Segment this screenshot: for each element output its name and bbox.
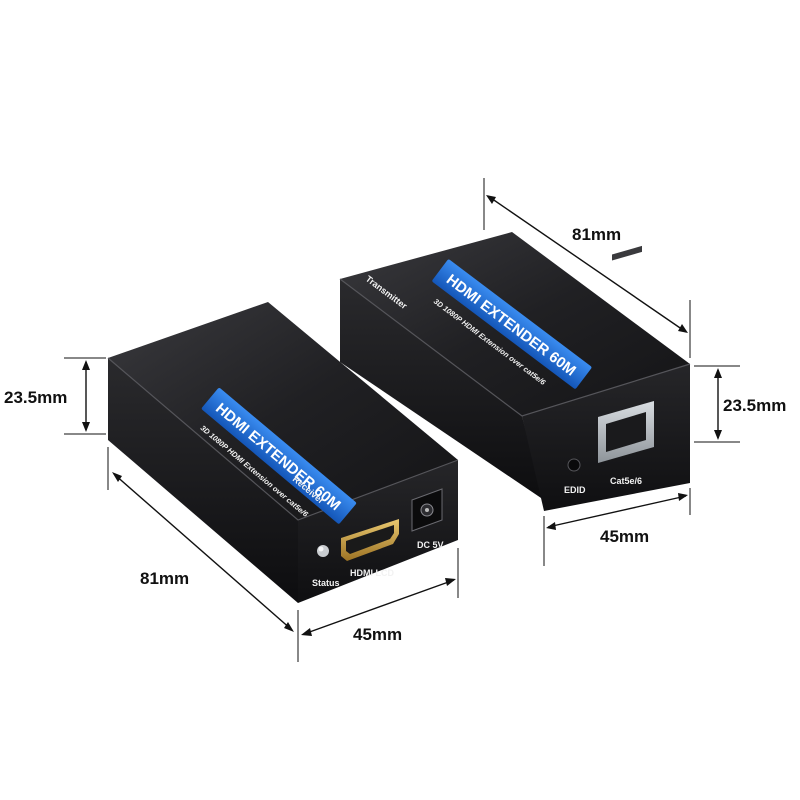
receiver-length-label: 81mm <box>140 569 189 588</box>
receiver-height-dimension: 23.5mm <box>4 357 106 435</box>
receiver-width-dimension: 45mm <box>301 548 459 644</box>
transmitter-length-dimension: 81mm <box>483 178 691 358</box>
rj45-port <box>598 245 654 463</box>
dc-power-jack <box>411 488 443 532</box>
transmitter-unit: HDMI EXTENDER 60M 3D 1080P HDMI Extensio… <box>339 232 691 511</box>
transmitter-width-dimension: 45mm <box>543 488 691 566</box>
receiver-height-label: 23.5mm <box>4 388 67 407</box>
edid-label: EDID <box>564 485 586 495</box>
edid-button <box>567 458 581 472</box>
transmitter-side-face <box>340 279 544 500</box>
transmitter-width-label: 45mm <box>600 527 649 546</box>
transmitter-brand-label <box>432 259 592 389</box>
transmitter-length-label: 81mm <box>572 225 621 244</box>
receiver-brand-label <box>201 388 357 524</box>
hdmi-lcd-label: HDMI LCD <box>350 568 394 578</box>
receiver-top-face <box>108 302 458 520</box>
receiver-unit: HDMI EXTENDER 60M 3D 1080P HDMI Extensio… <box>107 302 459 603</box>
receiver-side-face <box>108 358 298 603</box>
transmitter-height-dimension: 23.5mm <box>694 365 786 443</box>
status-label: Status <box>312 578 340 588</box>
cat5e6-label: Cat5e/6 <box>610 476 642 486</box>
receiver-width-label: 45mm <box>353 625 402 644</box>
receiver-length-dimension: 81mm <box>107 447 299 662</box>
dc-5v-label: DC 5V <box>417 540 444 550</box>
status-led <box>317 545 329 557</box>
hdmi-port <box>341 519 399 561</box>
transmitter-height-label: 23.5mm <box>723 396 786 415</box>
